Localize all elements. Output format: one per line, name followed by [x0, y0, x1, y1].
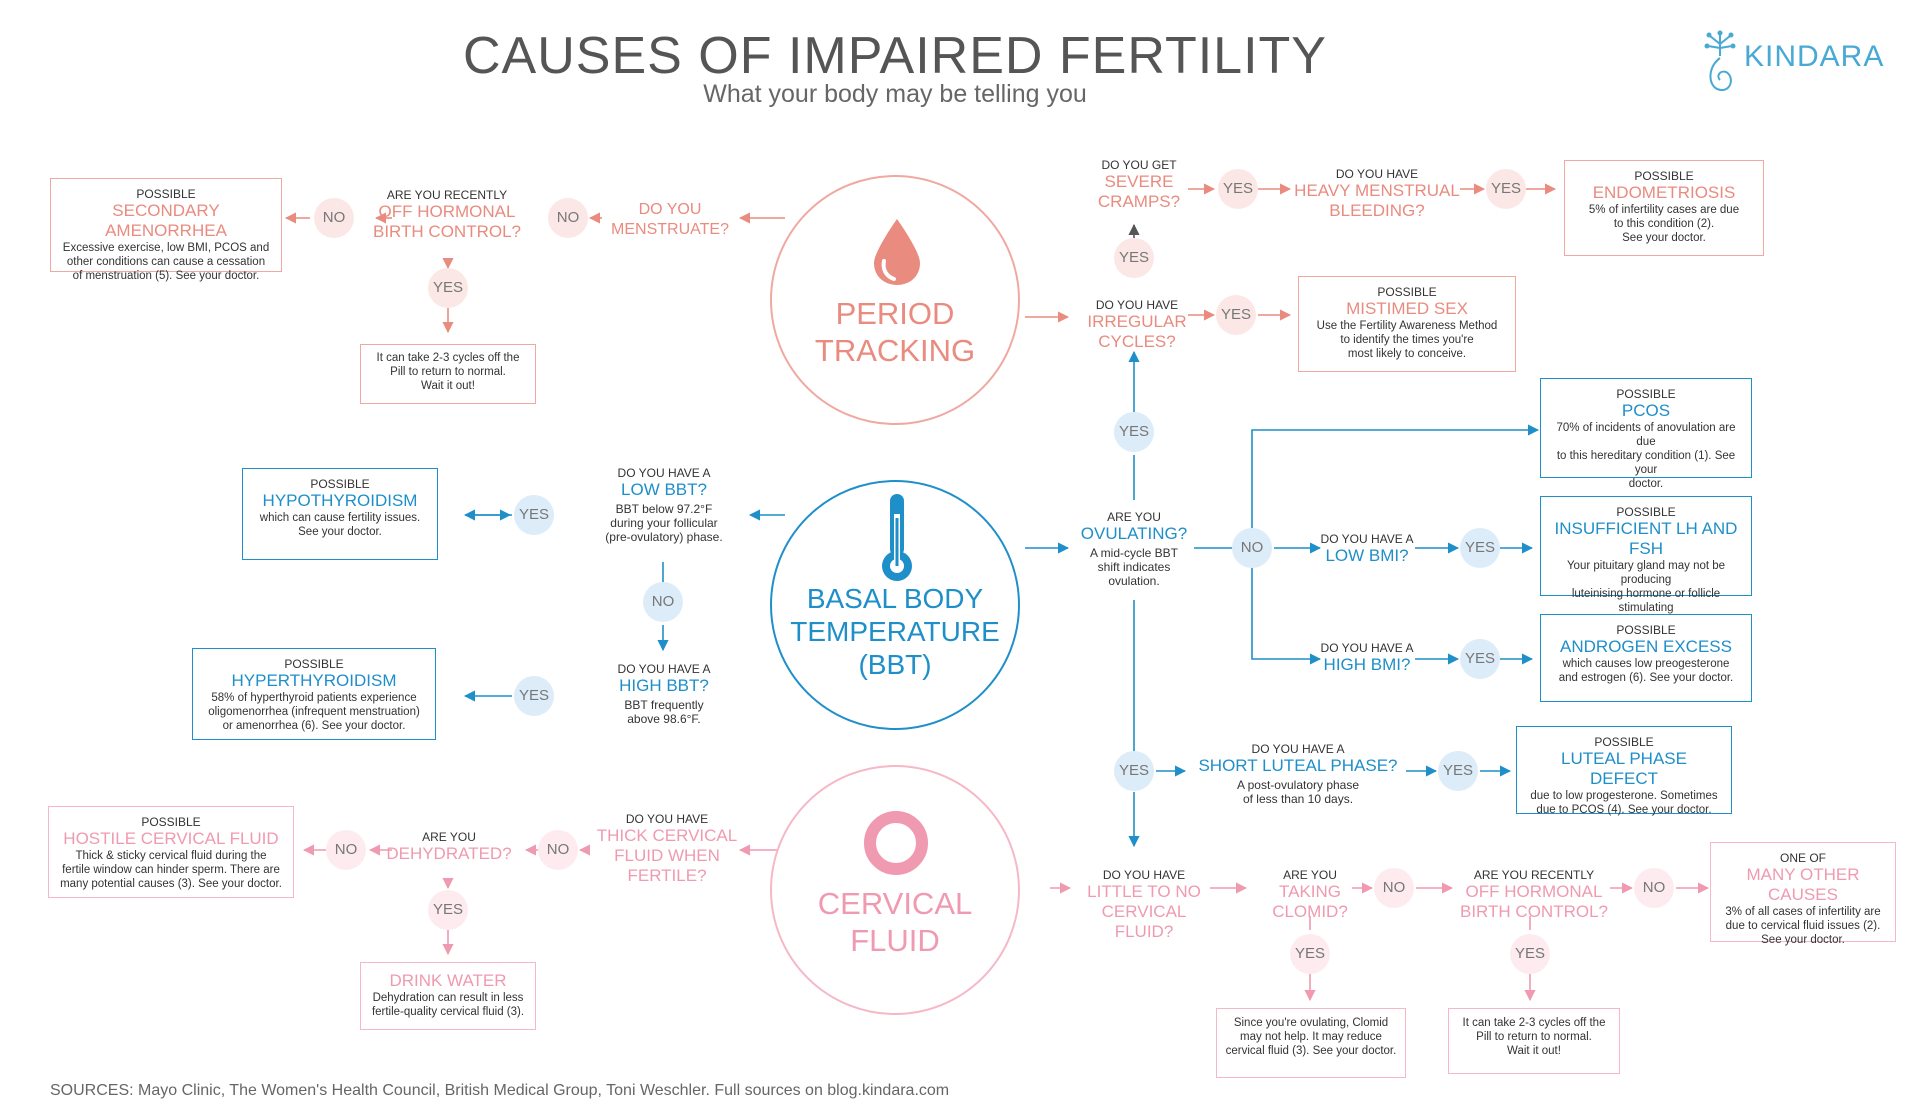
answer-yes-low-bmi: YES: [1460, 528, 1500, 568]
outcome-pill-top: It can take 2-3 cycles off the Pill to r…: [360, 344, 536, 404]
answer-no-low-bbt: NO: [643, 582, 683, 622]
outcome-androgen-excess: POSSIBLE ANDROGEN EXCESS which causes lo…: [1540, 614, 1752, 702]
ring-icon: [864, 811, 928, 875]
outcome-many-other-causes: ONE OF MANY OTHER CAUSES 3% of all cases…: [1710, 842, 1896, 946]
answer-yes-high-bbt: YES: [514, 676, 554, 716]
page-subtitle: What your body may be telling you: [703, 80, 1087, 108]
outcome-hypothyroidism: POSSIBLE HYPOTHYROIDISM which can cause …: [242, 468, 438, 560]
question-low-bmi: DO YOU HAVE A LOW BMI?: [1320, 532, 1414, 565]
outcome-mistimed-sex: POSSIBLE MISTIMED SEX Use the Fertility …: [1298, 276, 1516, 372]
answer-no-dehydrated: NO: [326, 830, 366, 870]
answer-yes-irregular: YES: [1216, 295, 1256, 335]
outcome-endometriosis: POSSIBLE ENDOMETRIOSIS 5% of infertility…: [1564, 160, 1764, 256]
bbt-hub: BASAL BODY TEMPERATURE (BBT): [770, 480, 1020, 730]
thermometer-icon: [882, 494, 912, 581]
outcome-secondary-amenorrhea: POSSIBLE SECONDARY AMENORRHEA Excessive …: [50, 178, 282, 282]
question-clomid: ARE YOU TAKING CLOMID?: [1272, 868, 1348, 921]
kindara-logo[interactable]: KINDARA: [1700, 28, 1890, 108]
question-irregular: DO YOU HAVE IRREGULAR CYCLES?: [1087, 298, 1187, 351]
question-off-bc-top: ARE YOU RECENTLY OFF HORMONAL BIRTH CONT…: [373, 188, 521, 241]
answer-yes-short-luteal: YES: [1438, 751, 1478, 791]
period-tracking-hub: PERIOD TRACKING: [770, 175, 1020, 425]
outcome-clomid-note: Since you're ovulating, Clomid may not h…: [1216, 1008, 1406, 1078]
question-dehydrated: ARE YOU DEHYDRATED?: [386, 830, 512, 863]
answer-yes-dehydrated: YES: [428, 890, 468, 930]
sources-footer: SOURCES: Mayo Clinic, The Women's Health…: [50, 1082, 950, 1099]
answer-no-clomid: NO: [1374, 868, 1414, 908]
answer-yes-ovulating: YES: [1114, 412, 1154, 452]
page-title: CAUSES OF IMPAIRED FERTILITY: [463, 27, 1327, 85]
question-off-bc-bottom: ARE YOU RECENTLY OFF HORMONAL BIRTH CONT…: [1460, 868, 1608, 921]
answer-no-off-bc-top: NO: [314, 198, 354, 238]
answer-yes-low-bbt: YES: [514, 495, 554, 535]
kindara-logo-icon: [1704, 30, 1736, 92]
hub-label-cervical: CERVICAL FLUID: [817, 886, 973, 958]
outcome-hyperthyroidism: POSSIBLE HYPERTHYROIDISM 58% of hyperthy…: [192, 648, 436, 740]
outcome-luteal-phase-defect: POSSIBLE LUTEAL PHASE DEFECT due to low …: [1516, 726, 1732, 816]
answer-no-off-bc-bottom: NO: [1634, 868, 1674, 908]
hub-label-period: PERIOD TRACKING: [814, 296, 976, 368]
logo-text: KINDARA: [1744, 40, 1885, 73]
question-heavy-bleeding: DO YOU HAVE HEAVY MENSTRUAL BLEEDING?: [1294, 167, 1460, 220]
question-high-bmi: DO YOU HAVE A HIGH BMI?: [1320, 641, 1414, 674]
answer-yes-short-luteal-path: YES: [1114, 751, 1154, 791]
question-menstruate: DO YOU MENSTRUATE?: [611, 201, 729, 238]
question-short-luteal: DO YOU HAVE A SHORT LUTEAL PHASE? A post…: [1198, 742, 1398, 806]
answer-yes-clomid: YES: [1290, 934, 1330, 974]
answer-no-ovulating: NO: [1232, 528, 1272, 568]
answer-yes-heavy: YES: [1486, 169, 1526, 209]
question-ovulating: ARE YOU OVULATING? A mid-cycle BBT shift…: [1080, 510, 1188, 588]
outcome-pcos: POSSIBLE PCOS 70% of incidents of anovul…: [1540, 378, 1752, 490]
question-low-bbt: DO YOU HAVE A LOW BBT? BBT below 97.2°F …: [605, 466, 723, 544]
answer-no-menstruate: NO: [548, 198, 588, 238]
blood-drop-icon: [874, 219, 920, 285]
answer-yes-irregular-to-cramps: YES: [1114, 238, 1154, 278]
question-high-bbt: DO YOU HAVE A HIGH BBT? BBT frequently a…: [617, 662, 711, 726]
answer-yes-high-bmi: YES: [1460, 639, 1500, 679]
hub-label-bbt: BASAL BODY TEMPERATURE (BBT): [790, 583, 1000, 680]
question-little-cf: DO YOU HAVE LITTLE TO NO CERVICAL FLUID?: [1087, 868, 1201, 941]
question-cramps: DO YOU GET SEVERE CRAMPS?: [1097, 158, 1181, 211]
question-thick-cf: DO YOU HAVE THICK CERVICAL FLUID WHEN FE…: [596, 812, 738, 885]
outcome-hostile-cf: POSSIBLE HOSTILE CERVICAL FLUID Thick & …: [48, 806, 294, 898]
cervical-fluid-hub: CERVICAL FLUID: [770, 765, 1020, 1015]
answer-yes-off-bc-bottom: YES: [1510, 934, 1550, 974]
answer-yes-cramps: YES: [1218, 169, 1258, 209]
outcome-pill-bottom: It can take 2-3 cycles off the Pill to r…: [1448, 1008, 1620, 1074]
outcome-drink-water: DRINK WATER Dehydration can result in le…: [360, 962, 536, 1030]
outcome-insufficient-lh-fsh: POSSIBLE INSUFFICIENT LH AND FSH Your pi…: [1540, 496, 1752, 628]
answer-no-thick-cf: NO: [538, 830, 578, 870]
answer-yes-off-bc-top: YES: [428, 268, 468, 308]
